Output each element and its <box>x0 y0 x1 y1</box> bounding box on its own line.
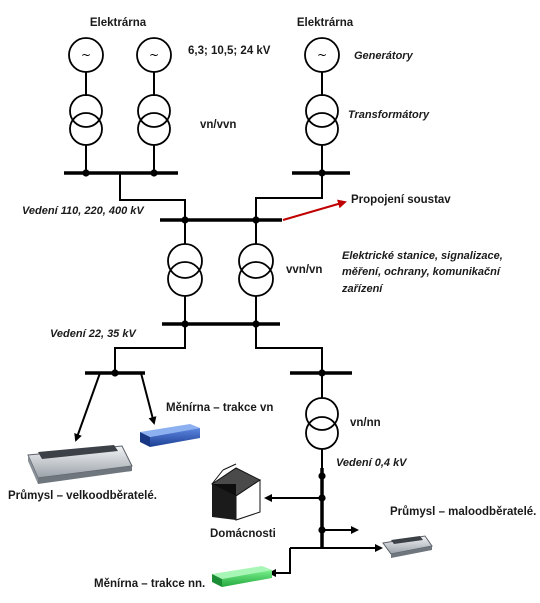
label-vn-vvn: vn/vvn <box>200 119 236 131</box>
transformer-links-down <box>85 145 323 173</box>
label-line-04: Vedení 0,4 kV <box>336 457 408 469</box>
label-vvn-vn: vvn/vn <box>286 264 322 276</box>
industry-large-icon <box>27 445 133 484</box>
label-interconnect: Propojení soustav <box>351 194 451 206</box>
label-stations-line-1: Elektrické stanice, signalizace, <box>342 250 503 262</box>
label-gen-voltage: 6,3; 10,5; 24 kV <box>188 45 271 57</box>
label-plant-right: Elektrárna <box>297 17 354 29</box>
label-line-22: Vedení 22, 35 kV <box>50 328 137 340</box>
mv-left-branch <box>74 324 186 442</box>
label-plant-left: Elektrárna <box>90 17 147 29</box>
transformer-vvn-vn-2 <box>238 243 274 297</box>
transformer-vvn-vn-1 <box>167 243 203 297</box>
label-converter-nn: Měnírna – trakce nn. <box>94 578 205 590</box>
hv-transformer-links <box>184 220 257 324</box>
generator-3: ~ <box>304 37 340 73</box>
transformer-vn-nn <box>305 397 339 450</box>
lv-feeder <box>264 449 383 577</box>
generator-1-symbol: ~ <box>81 48 91 62</box>
generator-1: ~ <box>68 37 104 73</box>
label-line-110: Vedení 110, 220, 400 kV <box>22 205 145 217</box>
label-transformers: Transformátory <box>348 109 430 121</box>
label-generators: Generátory <box>354 50 414 62</box>
label-households: Domácnosti <box>210 528 276 540</box>
label-industry-small: Průmysl – maloodběratelé. <box>390 506 536 518</box>
label-converter-vn: Měnírna – trakce vn <box>166 402 273 414</box>
transformer-2 <box>137 94 171 146</box>
label-stations-line-3: zařízení <box>341 283 384 295</box>
label-industry-large: Průmysl – velkoodběratelé. <box>8 490 157 502</box>
converter-vn-icon <box>140 424 200 447</box>
transformer-1 <box>69 94 103 146</box>
generator-2-symbol: ~ <box>149 48 159 62</box>
mv-right-branch <box>255 324 352 398</box>
generator-2: ~ <box>136 37 172 73</box>
label-stations-line-2: měření, ochrany, komunikační <box>342 266 502 278</box>
interconnect-arrow <box>282 199 347 221</box>
generator-3-symbol: ~ <box>317 48 327 62</box>
household-icon <box>211 463 261 521</box>
label-vn-nn: vn/nn <box>350 417 381 429</box>
converter-nn-icon <box>212 566 272 587</box>
generator-links <box>85 72 323 96</box>
transformer-3 <box>305 94 339 146</box>
industry-small-icon <box>382 535 433 558</box>
hv-feed-lines <box>119 173 323 220</box>
